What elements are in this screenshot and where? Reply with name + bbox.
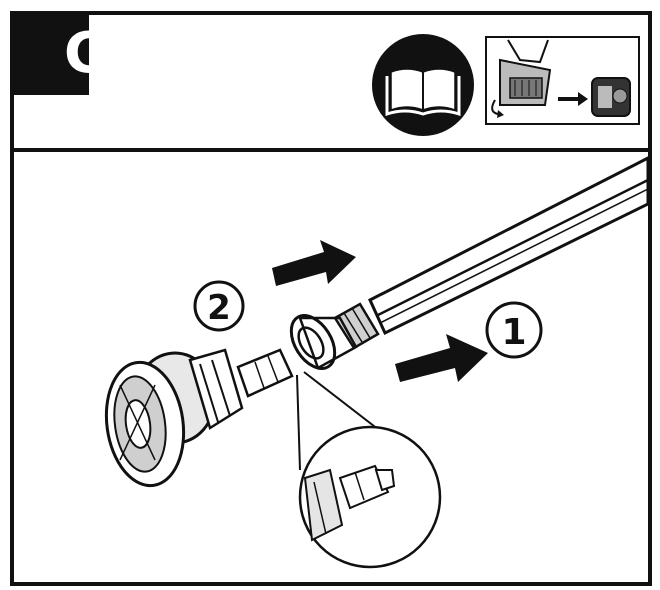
step-1-label: 1 (501, 312, 526, 353)
rotate-arrow-icon (491, 99, 499, 115)
manual-book-icon (372, 34, 474, 136)
step-2-marker: 2 (193, 280, 245, 332)
detail-zoom (296, 371, 442, 569)
arrow-right-lower-icon (395, 334, 488, 382)
step-2-label: 2 (207, 288, 231, 328)
nozzle-head (104, 348, 294, 488)
step-1-marker: 1 (485, 301, 543, 359)
spray-lance (368, 155, 650, 336)
lance-coupling (289, 302, 380, 370)
badge-mask (89, 15, 149, 95)
machine-reference-thumbnail (485, 36, 640, 125)
arrow-right-upper-icon (272, 240, 356, 286)
